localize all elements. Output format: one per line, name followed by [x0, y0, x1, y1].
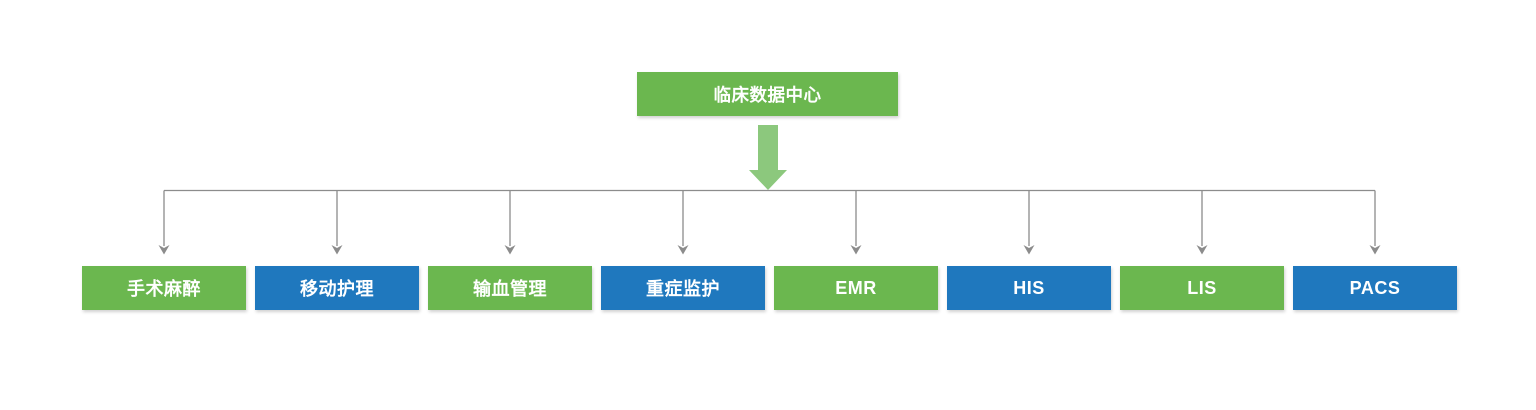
down-arrowhead-icon — [1369, 245, 1381, 255]
node-surgery-anesthesia: 手术麻醉 — [82, 266, 246, 310]
down-arrowhead-icon — [331, 245, 343, 255]
connector-drop — [677, 190, 689, 255]
connector-drop — [1196, 190, 1208, 255]
down-arrowhead-icon — [677, 245, 689, 255]
node-his: HIS — [947, 266, 1111, 310]
node-label: 临床数据中心 — [713, 84, 822, 105]
node-clinical-data-center: 临床数据中心 — [637, 72, 898, 116]
node-lis: LIS — [1120, 266, 1284, 310]
down-arrow-icon — [749, 125, 787, 190]
node-label: LIS — [1187, 277, 1217, 298]
down-arrowhead-icon — [1196, 245, 1208, 255]
connector-drop — [158, 190, 170, 255]
node-label: EMR — [835, 277, 877, 298]
node-label: HIS — [1013, 277, 1045, 298]
node-label: PACS — [1349, 277, 1401, 298]
node-label: 移动护理 — [300, 279, 374, 299]
down-arrowhead-icon — [504, 245, 516, 255]
connector-drop — [504, 190, 516, 255]
down-arrowhead-icon — [850, 245, 862, 255]
connector-drop — [850, 190, 862, 255]
children-row: 手术麻醉 移动护理 输血管理 重症监护 EMR HIS LIS PACS — [82, 266, 1457, 310]
node-label: 手术麻醉 — [127, 279, 201, 299]
node-emr: EMR — [774, 266, 938, 310]
node-label: 输血管理 — [473, 279, 547, 299]
down-arrowhead-icon — [158, 245, 170, 255]
node-label: 重症监护 — [646, 279, 720, 299]
connector-drop — [331, 190, 343, 255]
connector-drop — [1369, 190, 1381, 255]
node-mobile-nursing: 移动护理 — [255, 266, 419, 310]
node-transfusion-management: 输血管理 — [428, 266, 592, 310]
connector-drop — [1023, 190, 1035, 255]
node-pacs: PACS — [1293, 266, 1457, 310]
down-arrowhead-icon — [1023, 245, 1035, 255]
node-intensive-care: 重症监护 — [601, 266, 765, 310]
